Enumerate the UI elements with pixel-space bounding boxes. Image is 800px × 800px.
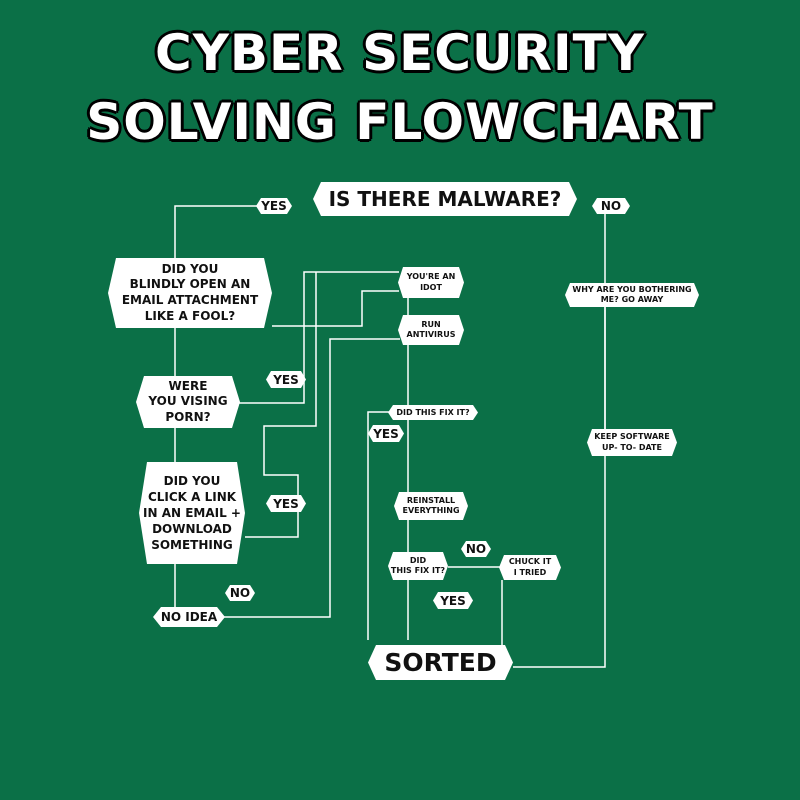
click-link-question: DID YOU CLICK A LINK IN AN EMAIL + DOWNL…: [139, 462, 245, 564]
sorted-node: SORTED: [368, 645, 513, 680]
porn-question: WERE YOU VISING PORN?: [136, 376, 240, 428]
fix-question-2: DID THIS FIX IT?: [388, 552, 448, 580]
run-antivirus-node: RUN ANTIVIRUS: [398, 315, 464, 345]
email-attachment-question: DID YOU BLINDLY OPEN AN EMAIL ATTACHMENT…: [108, 258, 272, 328]
yes-label-fix-1: YES: [368, 425, 404, 442]
malware-question: IS THERE MALWARE?: [313, 182, 577, 216]
fix-question-1: DID THIS FIX IT?: [388, 405, 478, 420]
reinstall-node: REINSTALL EVERYTHING: [394, 492, 468, 520]
go-away-node: WHY ARE YOU BOTHERING ME? GO AWAY: [565, 283, 699, 307]
yes-label-fix-2: YES: [433, 592, 473, 609]
idiot-node: YOU'RE AN IDOT: [398, 267, 464, 298]
yes-label-porn: YES: [266, 371, 306, 388]
yes-label-malware: YES: [256, 198, 292, 214]
chuck-it-node: CHUCK IT I TRIED: [499, 555, 561, 580]
keep-software-updated-node: KEEP SOFTWARE UP- TO- DATE: [587, 429, 677, 456]
yes-label-link: YES: [266, 495, 306, 512]
no-idea-node: NO IDEA: [153, 607, 225, 627]
no-label-fix-2: NO: [461, 541, 491, 557]
title-line-1: CYBER SECURITY: [155, 24, 645, 82]
title-line-2: SOLVING FLOWCHART: [86, 93, 714, 151]
no-label-malware: NO: [592, 198, 630, 214]
no-label-link: NO: [225, 585, 255, 601]
